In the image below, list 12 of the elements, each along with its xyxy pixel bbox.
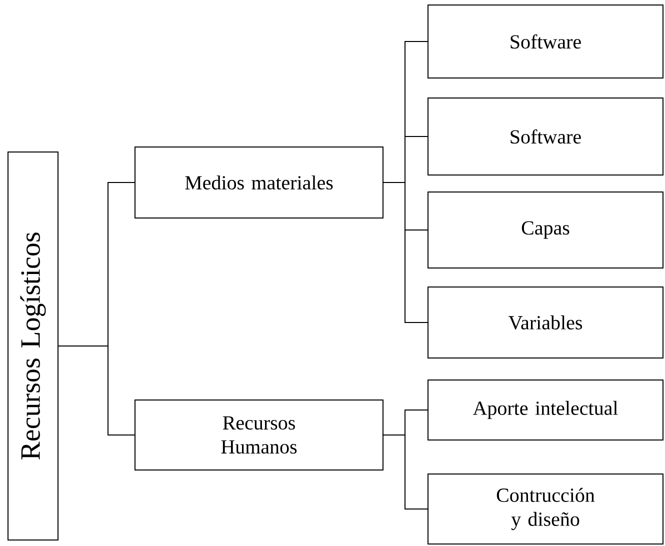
- connector-line: [383, 182, 428, 323]
- item-box: Variables: [428, 286, 664, 358]
- item-box: Contrucción y diseño: [428, 474, 664, 544]
- item-box: Software: [428, 4, 664, 78]
- item-box: Aporte intelectual: [428, 380, 664, 440]
- item-box: Software: [428, 98, 664, 176]
- title-box: Recursos Logísticos: [8, 152, 58, 540]
- category-box: Medios materiales: [134, 146, 384, 218]
- item-box: Capas: [428, 192, 664, 268]
- category-box: Recursos Humanos: [134, 400, 384, 470]
- connector-line: [383, 434, 428, 510]
- connector-line: [58, 346, 135, 436]
